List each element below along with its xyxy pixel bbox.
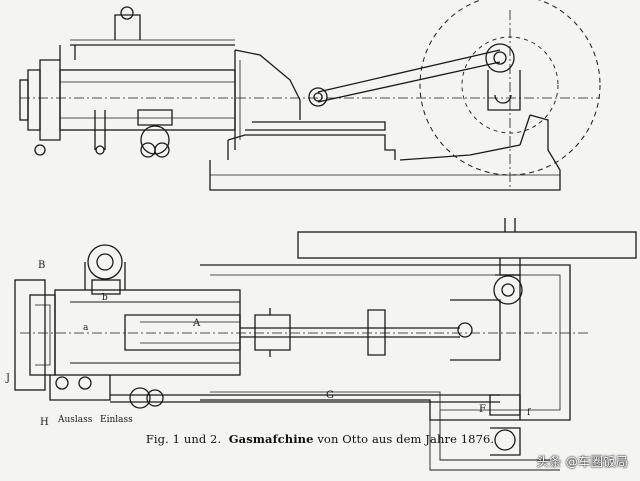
- figure-2-plan-view: [14, 218, 637, 471]
- label-auslass: Auslass: [57, 415, 93, 425]
- part-labels: B a b A J H Auslass Einlass G F f: [5, 260, 531, 428]
- figure-caption: Fig. 1 und 2. Gasmafchine von Otto aus d…: [0, 432, 640, 446]
- figure-1-side-view: [19, 0, 601, 191]
- watermark: 头条 @车圈饭局: [537, 451, 628, 470]
- label-a: a: [83, 323, 89, 333]
- label-B: B: [38, 260, 45, 271]
- caption-title: Gasmafchine: [228, 432, 314, 446]
- label-H: H: [40, 417, 49, 428]
- label-einlass: Einlass: [100, 415, 133, 425]
- label-G: G: [326, 390, 334, 401]
- label-J: J: [5, 373, 10, 384]
- label-f: f: [527, 408, 531, 418]
- watermark-text: 头条 @车圈饭局: [536, 454, 628, 469]
- caption-fig: Fig. 1 und 2.: [145, 432, 222, 446]
- label-F: F: [479, 404, 486, 415]
- label-b: b: [102, 293, 108, 303]
- caption-rest: von Otto aus dem Jahre 1876.: [317, 432, 495, 446]
- label-A: A: [192, 318, 201, 329]
